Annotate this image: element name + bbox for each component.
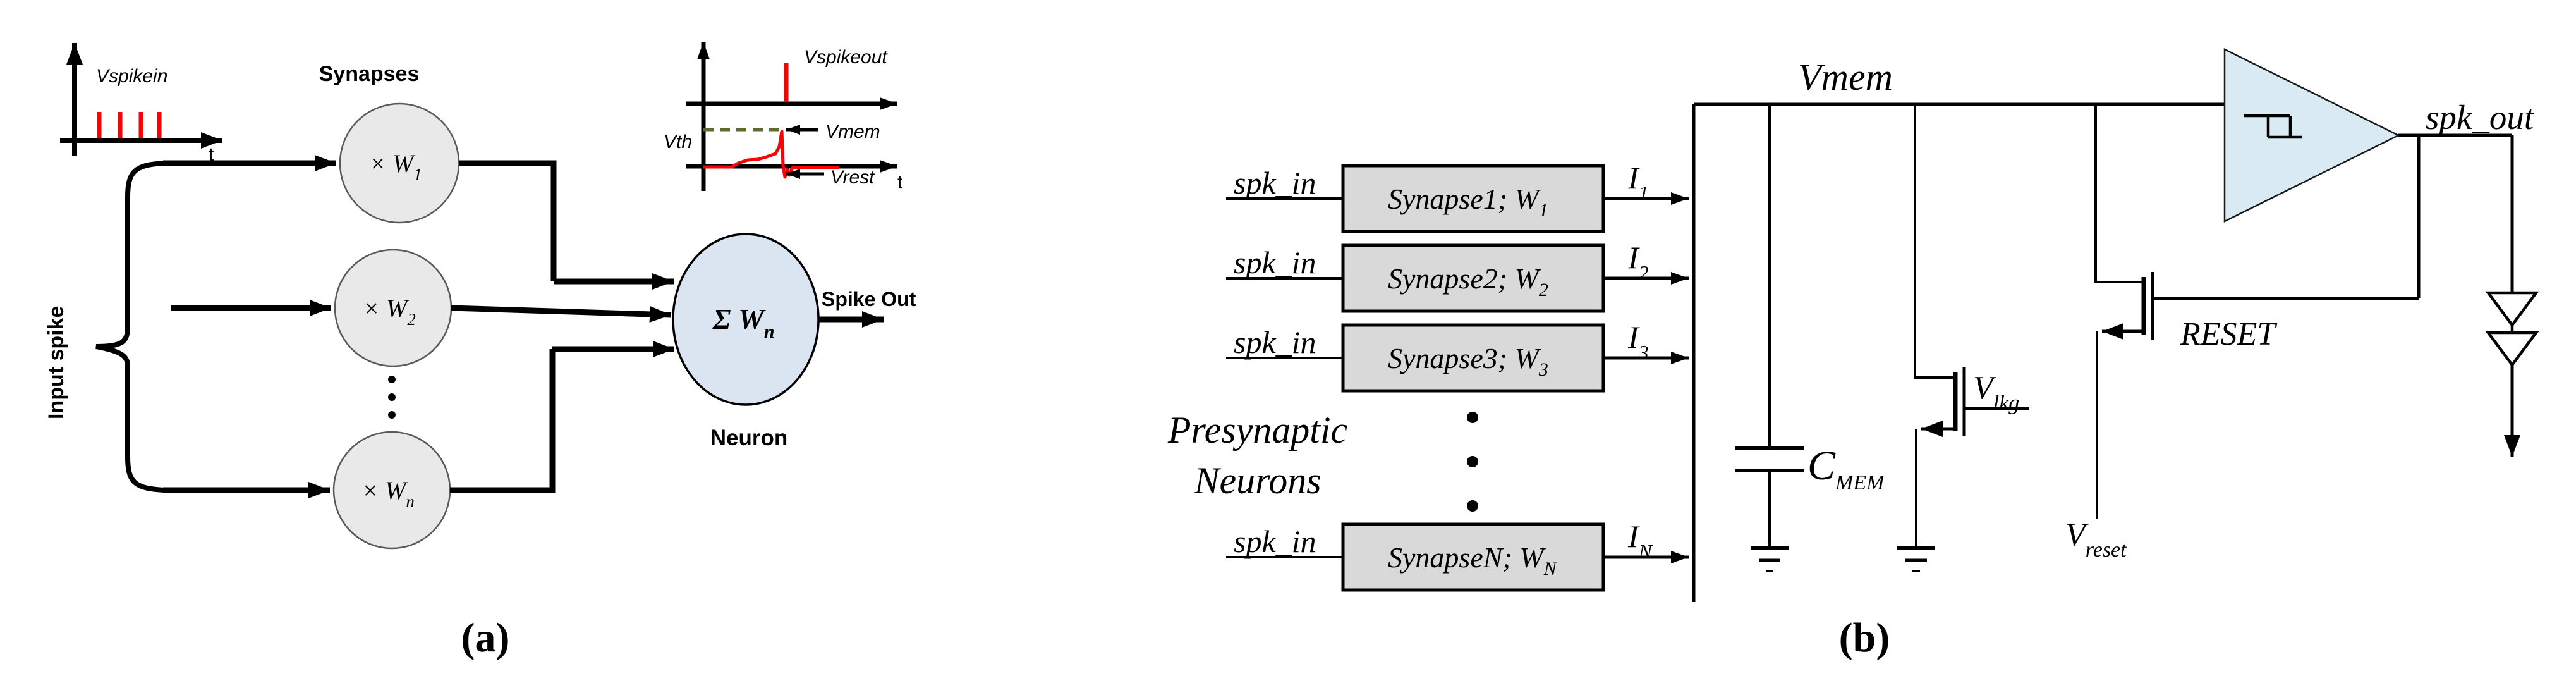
caption-a: (a) bbox=[461, 615, 510, 661]
vmem-node-label: Vmem bbox=[1798, 56, 1893, 98]
vrest-label: Vrest bbox=[830, 167, 875, 188]
synapse-row-1: spk_in Synapse1; W1 I1 bbox=[1226, 160, 1689, 233]
current-label: I2 bbox=[1627, 240, 1649, 284]
fan-in-wires bbox=[450, 160, 674, 493]
spk-out-label: spk_out bbox=[2426, 98, 2535, 137]
curly-brace bbox=[95, 161, 168, 493]
input-spikes bbox=[97, 112, 162, 138]
hysteresis-icon bbox=[2244, 114, 2302, 139]
membrane-capacitor bbox=[1735, 104, 1804, 572]
output-buffer-chain bbox=[2485, 291, 2539, 457]
membrane-inset: Vspikeout Vth Vmem Vrest t bbox=[664, 42, 903, 193]
spk-in-label: spk_in bbox=[1234, 324, 1316, 360]
synapse-box bbox=[1341, 522, 1605, 592]
spike-output-wiring bbox=[2398, 133, 2514, 298]
synapse-row-n: spk_in SynapseN; WN IN bbox=[1226, 519, 1689, 592]
synapse-input-wires bbox=[163, 155, 336, 498]
panel-a: Vspikein t Input spike Synapses × W1 × W… bbox=[44, 42, 916, 661]
input-spike-label: Input spike bbox=[44, 306, 68, 419]
synapse-circle-1: × W1 bbox=[339, 102, 460, 224]
synapse-circle-n: × Wn bbox=[332, 431, 451, 550]
neuron: Σ Wn Neuron Spike Out bbox=[672, 233, 916, 450]
weight-n-label: × Wn bbox=[361, 476, 415, 511]
input-spike-axis: Vspikein t bbox=[60, 43, 222, 165]
input-spike-brace: Input spike bbox=[44, 161, 168, 493]
vth-label: Vth bbox=[664, 132, 692, 152]
current-label: IN bbox=[1627, 519, 1653, 563]
synapse-box-label: Synapse1; W1 bbox=[1388, 183, 1548, 221]
vreset-label: Vreset bbox=[2065, 517, 2127, 562]
buffer-triangle-1 bbox=[2485, 291, 2539, 328]
reset-transistor bbox=[2094, 104, 2419, 519]
spike-out-label: Spike Out bbox=[822, 288, 916, 311]
ellipsis-dots-a bbox=[388, 376, 396, 419]
spk-in-label: spk_in bbox=[1234, 245, 1316, 280]
synapse-box bbox=[1341, 243, 1605, 313]
presynaptic-label: Presynaptic Neurons bbox=[1167, 409, 1347, 501]
synapse-box-label: SynapseN; WN bbox=[1388, 541, 1558, 579]
comparator-triangle bbox=[2223, 47, 2400, 223]
buffer-triangle-2 bbox=[2485, 331, 2539, 367]
synapse-row-2: spk_in Synapse2; W2 I2 bbox=[1226, 240, 1689, 313]
synapse-circle-2: × W2 bbox=[334, 249, 453, 367]
current-label: I1 bbox=[1627, 160, 1649, 204]
comparator bbox=[2223, 47, 2400, 223]
spk-in-label: spk_in bbox=[1234, 524, 1316, 559]
synapse-row-3: spk_in Synapse3; W3 I3 bbox=[1226, 319, 1689, 393]
synapse-box-label: Synapse2; W2 bbox=[1388, 262, 1548, 300]
synapses-heading: Synapses bbox=[319, 62, 420, 86]
synapse-box-label: Synapse3; W3 bbox=[1388, 342, 1548, 380]
vspikeout-label: Vspikeout bbox=[804, 47, 888, 68]
weight-2-label: × W2 bbox=[363, 294, 416, 329]
ground-symbol-cap bbox=[1751, 546, 1789, 572]
vlkg-label: Vlkg bbox=[1973, 370, 2019, 415]
ground-symbol-leak bbox=[1897, 546, 1935, 572]
synapse-box bbox=[1341, 323, 1605, 393]
reset-gate-label: RESET bbox=[2180, 316, 2277, 352]
panel-b: spk_in Synapse1; W1 I1 spk_in Synapse2; … bbox=[1167, 47, 2539, 661]
cmem-label: CMEM bbox=[1807, 443, 1885, 495]
weight-1-label: × W1 bbox=[369, 149, 422, 184]
neuron-sum-label: Σ Wn bbox=[712, 303, 775, 342]
synapse-box bbox=[1341, 164, 1605, 233]
spk-in-label: spk_in bbox=[1234, 165, 1316, 200]
ellipsis-dots-b bbox=[1467, 412, 1478, 512]
inset-time-label: t bbox=[897, 172, 903, 193]
time-label-a: t bbox=[209, 144, 214, 165]
current-label: I3 bbox=[1627, 319, 1649, 364]
caption-b: (b) bbox=[1839, 615, 1890, 661]
vmem-trace bbox=[703, 130, 839, 179]
presynaptic-line1: Presynaptic bbox=[1167, 409, 1347, 451]
neuron-name: Neuron bbox=[710, 426, 788, 450]
vspikein-label: Vspikein bbox=[96, 66, 167, 87]
vmem-label: Vmem bbox=[825, 121, 880, 142]
leak-transistor bbox=[1897, 104, 2029, 572]
presynaptic-line2: Neurons bbox=[1193, 460, 1321, 501]
